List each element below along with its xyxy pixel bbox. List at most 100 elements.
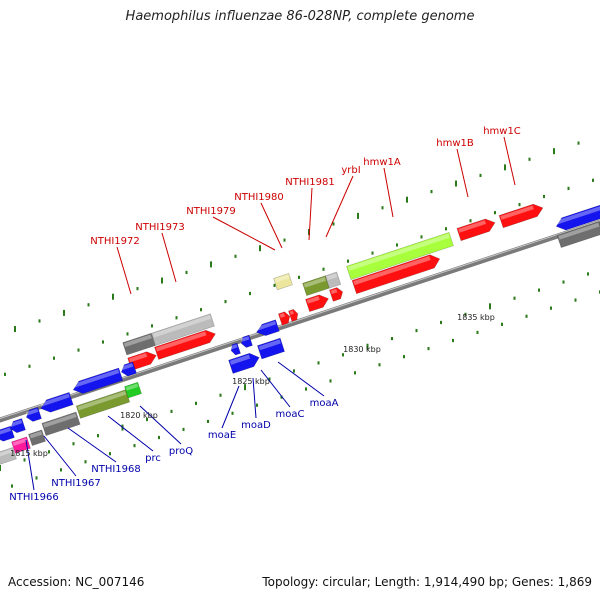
leader-nthi1967 [43,435,77,477]
gene-green [124,381,142,399]
gene-red-long-sheen [353,256,431,286]
gene-blue-m2 [240,334,253,348]
gene-darkgrey-l1-shape [28,429,46,447]
gene-label-nthi1967: NTHI1967 [51,478,101,489]
gene-box-yellow [273,273,293,291]
leader-proq [139,405,182,445]
gene-red-3-shape [305,294,329,313]
gene-blue-l2 [9,418,26,434]
leader-hmw1c [503,136,516,186]
gene-darkgrey-edge-shape [556,221,600,249]
gene-box-dark-1 [122,332,156,356]
accession-text: Accession: NC_007146 [8,575,145,589]
gene-darkgrey-l1 [28,429,46,447]
gene-red-small-2 [288,309,299,322]
gene-label-moad: moaD [241,420,271,431]
map-title: Haemophilus influenzae 86-028NP, complet… [125,9,475,24]
gene-label-nthi1979: NTHI1979 [186,206,236,217]
gene-blue-edge-top [555,204,600,231]
gene-blue-l3-shape [25,406,42,422]
leader-moae [221,385,240,429]
leader-prc [107,415,154,452]
gene-box-hmw1A-lime-shape [346,232,454,280]
gene-blue-edge-top-shape [555,204,600,231]
gene-box-dark-1-shape [122,332,156,356]
gene-red-small-2-sheen [289,310,294,315]
kbp-label-3: 1825 kbp [232,377,270,386]
gene-blue-l2-shape [9,418,26,434]
gene-red-4 [329,287,344,302]
gene-blue-l1-shape [0,425,15,442]
gene-blue-m1 [230,342,241,356]
gene-darkgrey-l2-shape [41,411,81,437]
gene-label-nthi1980: NTHI1980 [234,192,284,203]
gene-hmw1C-arrow-sheen [500,205,534,220]
gene-box-yellow-shape [273,273,293,291]
gene-blue-l3-sheen [25,408,39,416]
gene-blue-l1 [0,425,15,442]
genome-backbone [0,219,600,423]
gene-grey-l1-shape [0,447,17,465]
gene-label-nthi1981: NTHI1981 [285,177,335,188]
gene-label-nthi1972: NTHI1972 [90,236,140,247]
gene-red-small-2-shape [288,309,299,322]
gene-box-hmw1A-lime-sheen [347,233,450,271]
leader-nthi1973 [161,232,177,283]
gene-red-3-sheen [306,296,320,304]
leader-hmw1a [383,167,394,218]
dotted-guides-layer [0,141,600,488]
leader-moad [252,377,257,419]
gene-red-long-shape [351,254,441,295]
gene-blue-l1-sheen [0,427,12,436]
gene-olive-l1-shape [75,389,131,419]
gene-box-yellow-sheen [274,274,290,283]
leader-moaa [277,361,325,397]
gene-blue-l6-shape [120,361,137,377]
gene-blue-l4 [40,391,74,413]
gene-box-grey-2 [324,271,342,289]
gene-blue-m2-shape [240,334,253,348]
gene-green-shape [124,381,142,399]
genome-summary-text: Topology: circular; Length: 1,914,490 bp… [262,575,592,589]
gene-features-layer [0,203,600,465]
leader-nthi1981 [308,187,313,241]
gene-blue-l4-shape [40,391,74,413]
gene-label-nthi1966: NTHI1966 [9,492,59,503]
gene-hmw1C-arrow-shape [498,203,544,229]
leader-nthi1968 [67,427,117,463]
gene-blue-m1-sheen [230,344,238,350]
kbp-label-4: 1830 kbp [343,345,381,354]
gene-moaE-box-sheen [229,354,251,365]
gene-red-long [351,254,441,295]
gene-labels-layer: NTHI1972NTHI1973NTHI1979NTHI1980NTHI1981… [9,126,521,503]
gene-red-small-1-shape [277,311,291,326]
gene-blue-l5 [72,367,124,394]
gene-label-moaa: moaA [310,398,339,409]
leader-nthi1980 [260,202,283,249]
leader-nthi1966 [25,439,35,491]
gene-blue-m3 [255,319,280,336]
gene-box-hmw1A-lime [346,232,454,280]
gene-box-olive-1 [302,275,330,297]
gene-moaD-box-sheen [258,339,281,351]
gene-olive-l1-sheen [77,390,127,411]
gene-hmw1B-arrow-sheen [458,220,486,233]
gene-blue-l5-sheen [72,369,120,388]
gene-darkgrey-edge [556,221,600,249]
gene-hmw1C-arrow [498,203,544,229]
gene-label-hmw1b: hmw1B [436,138,474,149]
kbp-label-5: 1835 kbp [457,313,495,322]
gene-pink-sheen [12,438,28,446]
gene-red-small-1-sheen [279,313,286,318]
gene-red-small-1 [277,311,291,326]
gene-darkgrey-l1-sheen [29,431,43,439]
gene-box-grey-2-sheen [326,273,338,281]
gene-blue-l4-sheen [40,393,70,407]
gene-red-2-sheen [155,331,207,352]
gene-box-dark-1-sheen [123,334,152,347]
gene-blue-m3-sheen [255,321,277,331]
gene-label-moae: moaE [208,430,236,441]
